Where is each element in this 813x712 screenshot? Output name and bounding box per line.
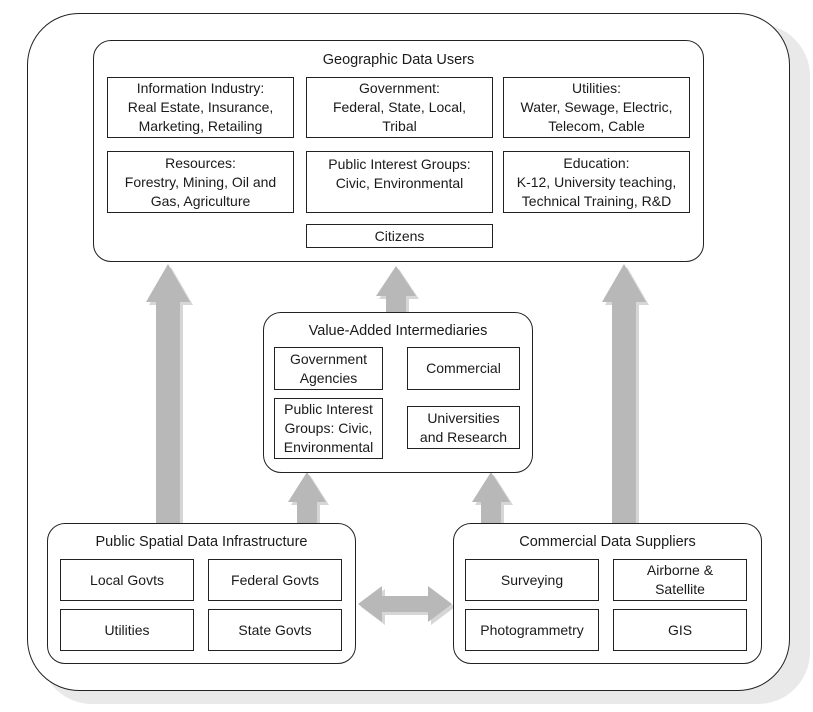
photogrammetry-box: Photogrammetry <box>465 609 599 651</box>
public-spatial-data-infrastructure-title: Public Spatial Data Infrastructure <box>95 534 308 550</box>
airborne-satellite-box: Airborne & Satellite <box>613 559 747 601</box>
public-interest-intermediary-box: Public Interest Groups: Civic, Environme… <box>274 398 383 459</box>
arrow-psdi-suppliers-bidirectional <box>358 586 455 625</box>
commercial-data-suppliers-title: Commercial Data Suppliers <box>519 534 696 550</box>
government-agencies-box: Government Agencies <box>274 347 383 390</box>
public-interest-groups-box: Public Interest Groups: Civic, Environme… <box>306 151 493 213</box>
federal-govts-box: Federal Govts <box>208 559 342 601</box>
utilities-psdi-box: Utilities <box>60 609 194 651</box>
value-added-intermediaries-title: Value-Added Intermediaries <box>308 323 488 339</box>
education-box: Education: K-12, University teaching, Te… <box>503 151 690 213</box>
government-box: Government: Federal, State, Local, Triba… <box>306 77 493 138</box>
local-govts-box: Local Govts <box>60 559 194 601</box>
resources-box: Resources: Forestry, Mining, Oil and Gas… <box>107 151 294 213</box>
utilities-box: Utilities: Water, Sewage, Electric, Tele… <box>503 77 690 138</box>
arrow-intermediaries-to-users <box>376 266 419 317</box>
universities-research-box: Universities and Research <box>407 406 520 449</box>
citizens-box: Citizens <box>306 224 493 248</box>
geographic-data-users-title: Geographic Data Users <box>322 52 475 68</box>
state-govts-box: State Govts <box>208 609 342 651</box>
arrow-psdi-to-intermediaries <box>288 472 329 529</box>
surveying-box: Surveying <box>465 559 599 601</box>
arrow-suppliers-to-intermediaries <box>472 472 513 529</box>
gis-box: GIS <box>613 609 747 651</box>
information-industry-box: Information Industry: Real Estate, Insur… <box>107 77 294 138</box>
arrow-psdi-to-users <box>146 264 193 531</box>
commercial-intermediary-box: Commercial <box>407 347 520 390</box>
arrow-suppliers-to-users <box>602 264 649 531</box>
